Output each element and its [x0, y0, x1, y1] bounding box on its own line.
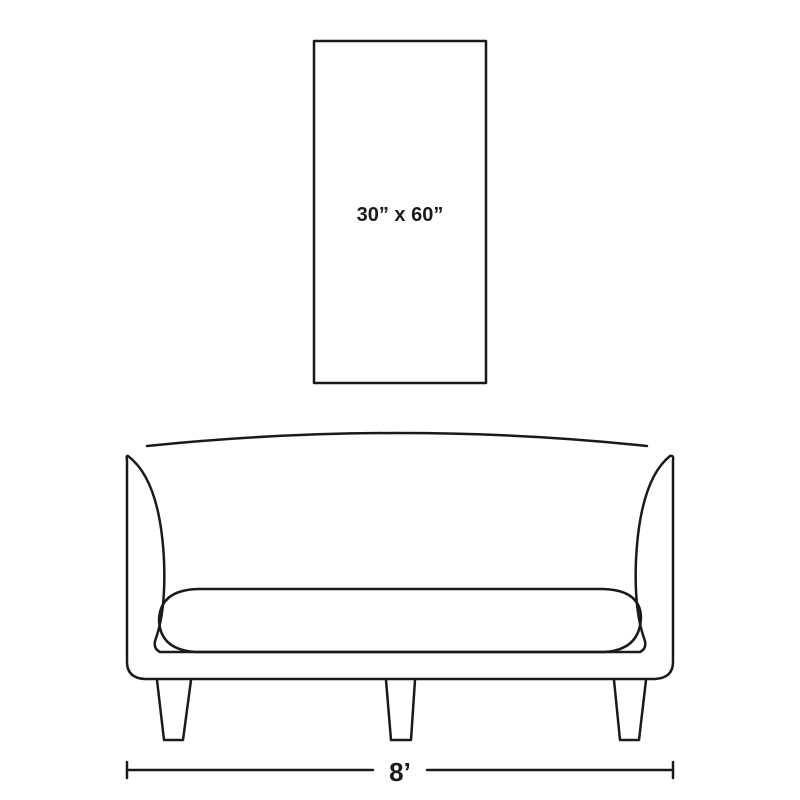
sofa-width-label: 8’	[389, 757, 411, 787]
sofa-back-top	[145, 431, 649, 448]
sofa-leg-center	[384, 678, 417, 742]
sofa-seat-cushion	[157, 587, 643, 654]
sofa-leg-right	[612, 678, 648, 742]
sofa-illustration	[125, 431, 675, 742]
artwork-panel: 30” x 60”	[312, 39, 488, 385]
artwork-frame	[312, 39, 488, 385]
artwork-size-label: 30” x 60”	[357, 204, 444, 226]
sofa-body-outline	[125, 454, 675, 681]
sofa-leg-left	[155, 678, 193, 742]
sofa-width-dimension: 8’	[125, 757, 675, 787]
